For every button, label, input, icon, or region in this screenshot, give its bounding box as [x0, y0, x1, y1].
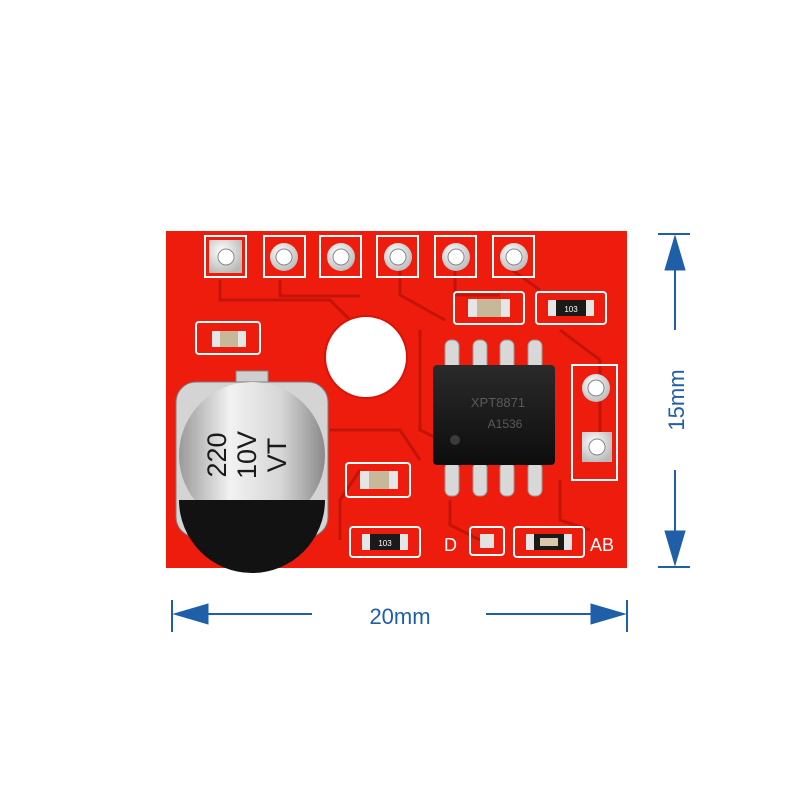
header-pin-row: [204, 235, 535, 278]
resistor-top-right: 103: [535, 291, 607, 325]
electrolytic-capacitor: 220 10V VT: [175, 370, 329, 573]
smd-capacitor-bottom: [345, 462, 411, 498]
width-label: 20mm: [369, 604, 430, 629]
arrow-right-icon: [590, 603, 627, 625]
capacitor-value-text: 220: [202, 432, 232, 477]
capacitor-voltage-text: 10V: [232, 431, 262, 479]
resistor-code-top: 103: [564, 305, 578, 314]
height-label: 15mm: [664, 369, 689, 430]
arrow-up-icon: [664, 234, 686, 271]
mode-label-ab: AB: [590, 535, 614, 555]
smd-capacitor-left: [195, 321, 261, 355]
height-dimension: [658, 233, 690, 568]
chip-marking-line2: A1536: [488, 417, 523, 431]
chip-marking-line1: XPT8871: [471, 395, 525, 410]
resistor-bottom-left: 103: [349, 526, 421, 558]
amplifier-chip: XPT8871 A1536: [433, 365, 555, 465]
header-pin-right: [571, 364, 618, 481]
arrow-down-icon: [664, 530, 686, 567]
capacitor-series-text: VT: [262, 438, 292, 473]
mounting-hole: [324, 315, 408, 399]
chip-pins-bottom: [444, 461, 543, 497]
width-dimension: [171, 600, 628, 632]
mode-jumper-pad: [469, 526, 505, 556]
smd-resistor-mode: [513, 526, 585, 558]
mode-label-d: D: [444, 535, 457, 555]
arrow-left-icon: [172, 603, 209, 625]
resistor-code-bottom: 103: [378, 539, 392, 548]
smd-capacitor-top: [453, 291, 525, 325]
